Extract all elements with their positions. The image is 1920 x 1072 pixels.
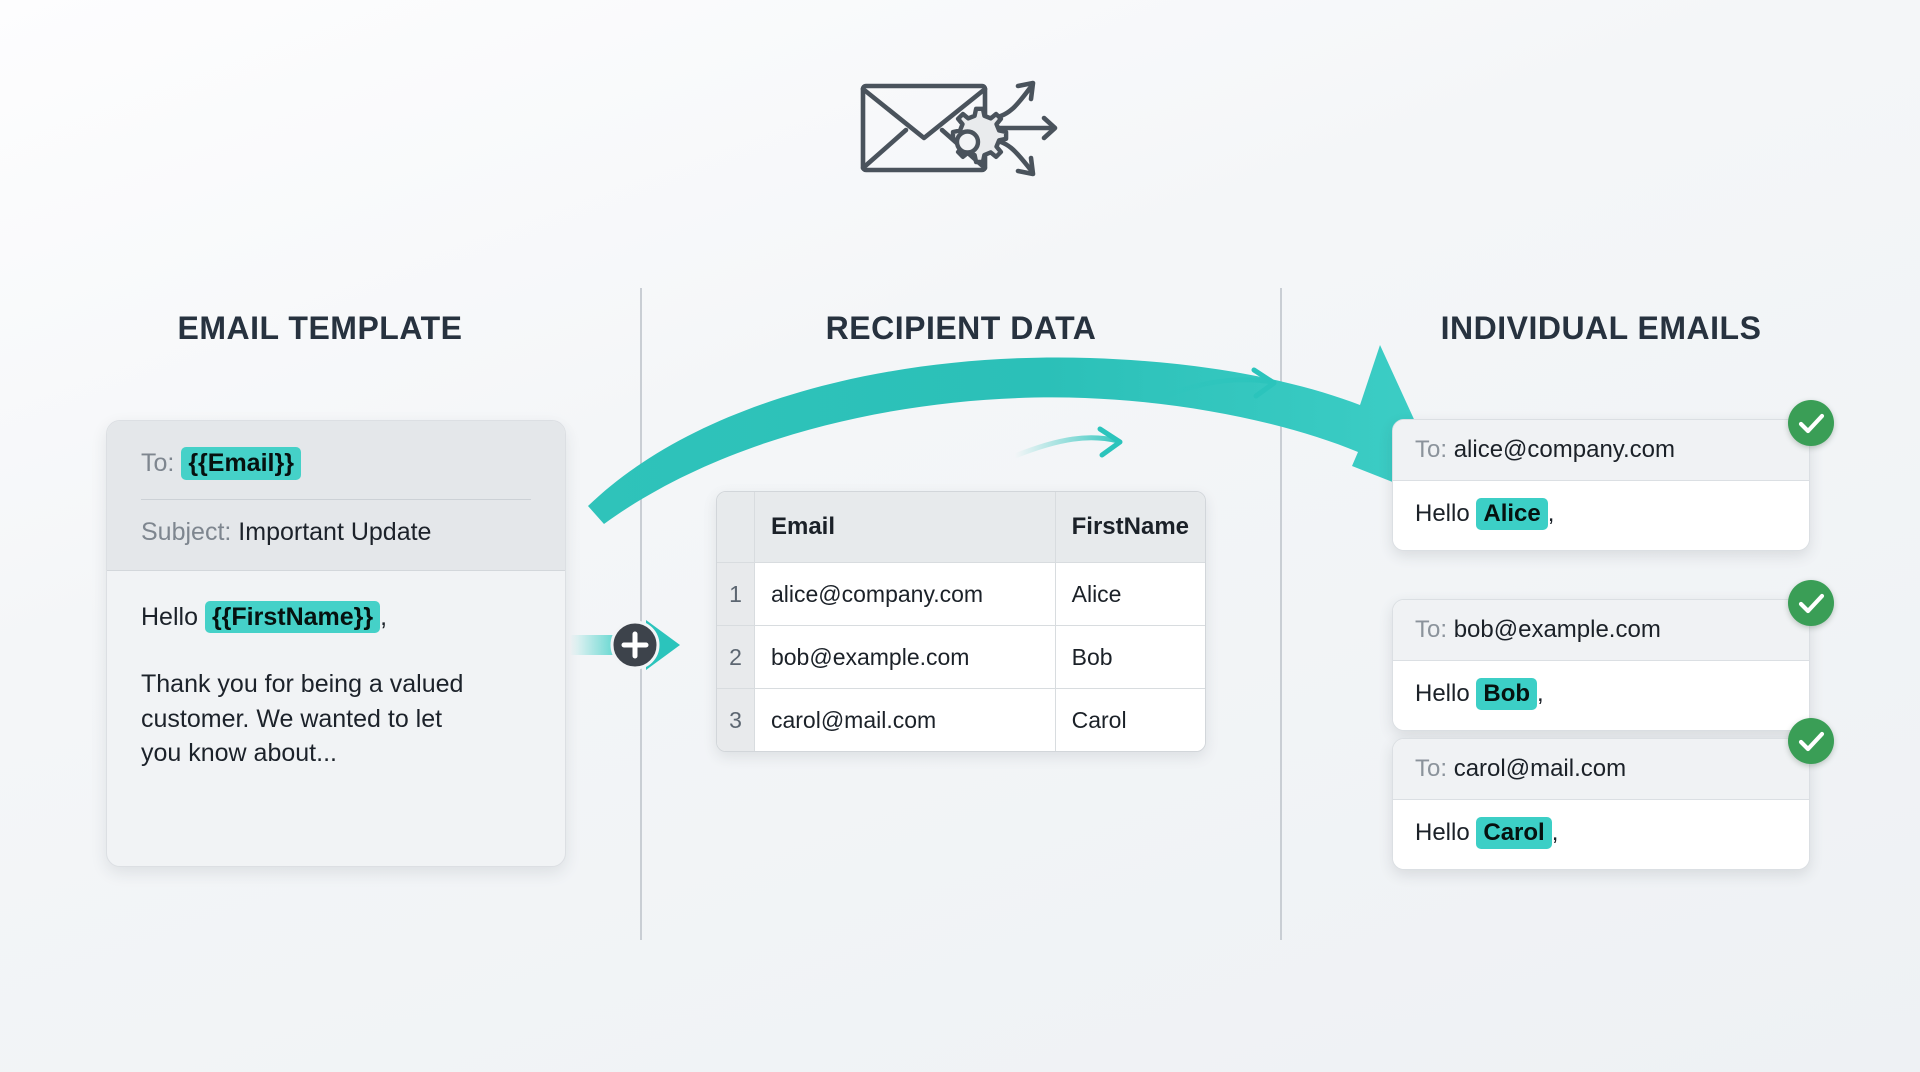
column-divider-right xyxy=(1280,288,1282,940)
output-name-chip: Alice xyxy=(1476,498,1548,530)
recipient-data-table[interactable]: Email FirstName 1 alice@company.com Alic… xyxy=(716,491,1206,752)
table-row[interactable]: 1 alice@company.com Alice xyxy=(717,562,1205,626)
output-email-header: To: carol@mail.com xyxy=(1393,739,1809,800)
cell-firstname: Alice xyxy=(1055,562,1205,626)
template-divider xyxy=(141,498,531,500)
template-subject-value: Important Update xyxy=(238,517,432,546)
output-email-body: Hello Carol, xyxy=(1393,800,1809,869)
table-row[interactable]: 2 bob@example.com Bob xyxy=(717,625,1205,689)
output-name-chip: Carol xyxy=(1476,817,1552,849)
output-email-body: Hello Alice, xyxy=(1393,481,1809,550)
output-name-chip: Bob xyxy=(1476,678,1538,710)
heading-email-template: EMAIL TEMPLATE xyxy=(177,310,463,346)
output-email-header: To: bob@example.com xyxy=(1393,600,1809,661)
table-column-firstname[interactable]: FirstName xyxy=(1055,492,1205,563)
output-greeting-suffix: , xyxy=(1537,680,1544,707)
template-greeting-suffix: , xyxy=(380,602,388,631)
output-to-label: To: xyxy=(1415,755,1448,782)
header-mail-merge-icon xyxy=(858,70,1062,190)
output-email-card[interactable]: To: bob@example.com Hello Bob, xyxy=(1392,599,1810,731)
template-body-paragraph: Thank you for being a valued customer. W… xyxy=(141,670,464,768)
gear-icon xyxy=(950,106,1009,165)
row-index: 2 xyxy=(717,625,755,689)
merge-bar xyxy=(570,635,620,655)
output-greeting-prefix: Hello xyxy=(1415,500,1470,527)
output-to-value: bob@example.com xyxy=(1453,616,1661,643)
row-index: 3 xyxy=(717,688,755,751)
template-to-label: To: xyxy=(141,449,175,477)
table-row[interactable]: 3 carol@mail.com Carol xyxy=(717,688,1205,751)
template-subject-row: Subject: Important Update xyxy=(141,516,531,550)
thin-arrow-upper xyxy=(1145,367,1277,406)
template-greeting-prefix: Hello xyxy=(141,602,198,631)
output-to-value: alice@company.com xyxy=(1453,436,1676,463)
output-to-label: To: xyxy=(1415,436,1448,463)
cell-email: carol@mail.com xyxy=(754,688,1056,751)
output-greeting-suffix: , xyxy=(1547,500,1555,527)
cell-email: bob@example.com xyxy=(754,625,1056,689)
output-greeting-prefix: Hello xyxy=(1415,819,1470,846)
heading-individual-emails: INDIVIDUAL EMAILS xyxy=(1440,310,1762,346)
template-subject-label: Subject: xyxy=(141,517,232,546)
output-greeting-prefix: Hello xyxy=(1415,680,1470,707)
status-badge-sent xyxy=(1788,580,1834,626)
check-icon xyxy=(1798,731,1825,752)
output-greeting-suffix: , xyxy=(1551,819,1559,846)
output-email-body: Hello Bob, xyxy=(1393,661,1809,730)
template-greeting-line: Hello {{FirstName}}, xyxy=(141,600,531,634)
table-gutter-header xyxy=(717,492,755,563)
cell-email: alice@company.com xyxy=(754,562,1056,626)
column-divider-left xyxy=(640,288,642,940)
table-header: Email FirstName xyxy=(717,492,1205,563)
thin-arrow-lower xyxy=(1012,426,1123,459)
merge-connector xyxy=(570,610,700,680)
cell-firstname: Carol xyxy=(1055,688,1205,751)
output-email-card[interactable]: To: carol@mail.com Hello Carol, xyxy=(1392,738,1810,870)
email-template-card[interactable]: To: {{Email}} Subject: Important Update … xyxy=(106,420,566,867)
template-body: Hello {{FirstName}}, Thank you for being… xyxy=(107,570,565,797)
check-icon xyxy=(1798,593,1825,614)
table-column-email[interactable]: Email xyxy=(754,492,1056,563)
output-email-header: To: alice@company.com xyxy=(1393,420,1809,481)
status-badge-sent xyxy=(1788,400,1834,446)
template-to-variable-chip: {{Email}} xyxy=(181,447,301,480)
output-to-value: carol@mail.com xyxy=(1453,755,1627,782)
check-icon xyxy=(1798,413,1825,434)
cell-firstname: Bob xyxy=(1055,625,1205,689)
table-header-row: Email FirstName xyxy=(717,492,1205,563)
template-header: To: {{Email}} Subject: Important Update xyxy=(107,421,565,571)
row-index: 1 xyxy=(717,562,755,626)
template-firstname-variable-chip: {{FirstName}} xyxy=(204,600,381,634)
status-badge-sent xyxy=(1788,718,1834,764)
template-to-row: To: {{Email}} xyxy=(141,447,531,481)
output-email-card[interactable]: To: alice@company.com Hello Alice, xyxy=(1392,419,1810,551)
table-body: 1 alice@company.com Alice 2 bob@example.… xyxy=(717,562,1205,751)
heading-recipient-data: RECIPIENT DATA xyxy=(825,310,1097,346)
output-to-label: To: xyxy=(1415,616,1448,643)
plus-icon xyxy=(621,631,649,659)
